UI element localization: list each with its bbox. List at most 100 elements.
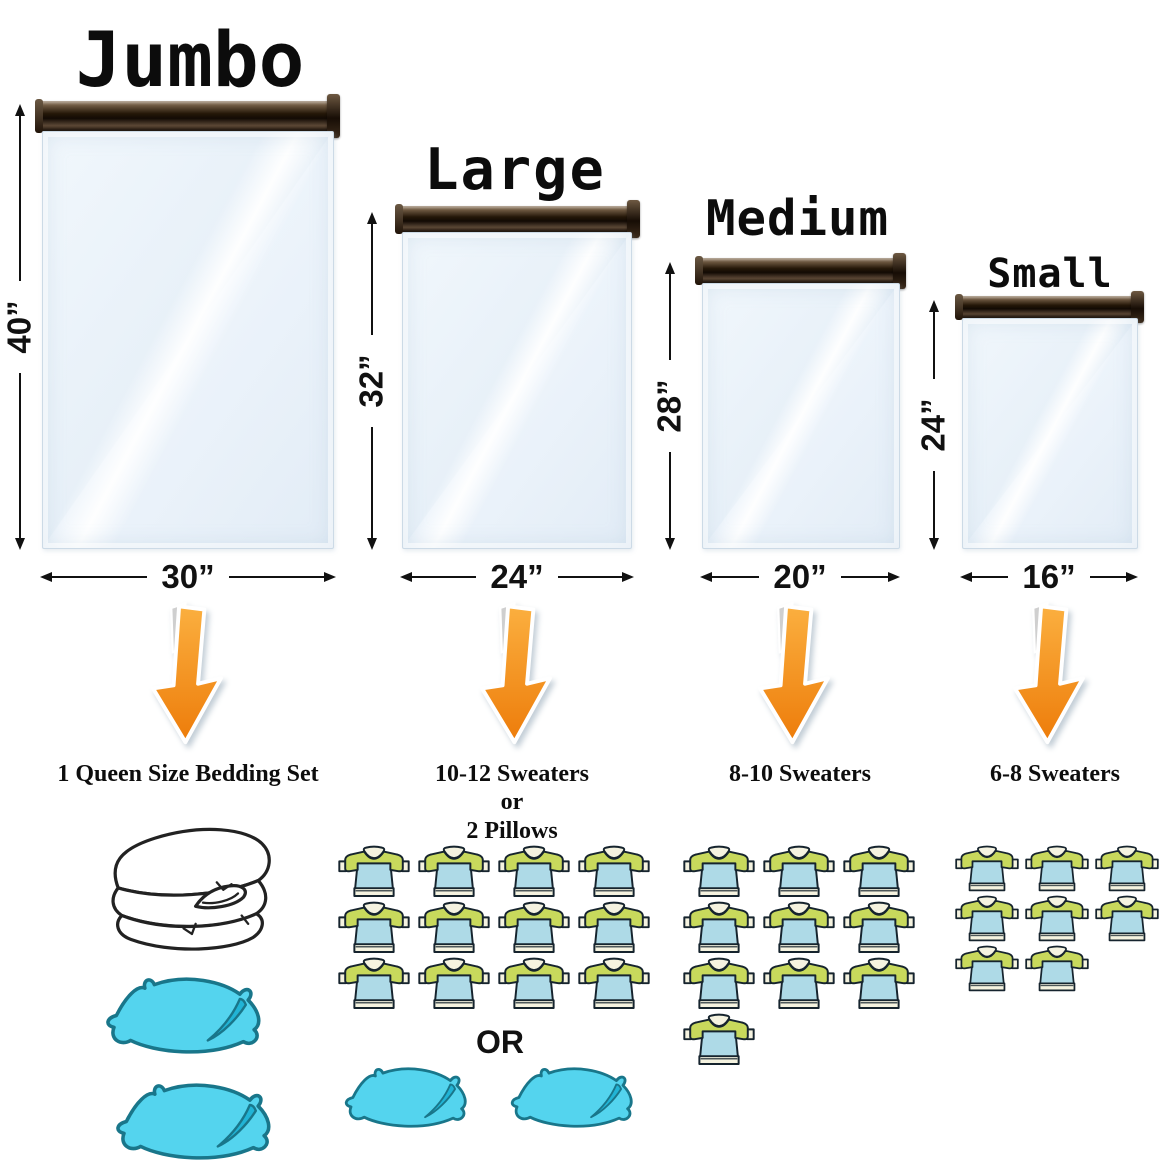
height-label: 32”: [353, 354, 390, 408]
measure-line: [228, 576, 324, 578]
big-down-arrow: [133, 600, 241, 758]
measure-line: [669, 452, 671, 538]
bag-title-medium: Medium: [705, 190, 889, 247]
sweater-icon: [338, 845, 410, 898]
sweater-row: [683, 901, 915, 956]
big-down-arrow: [995, 600, 1103, 758]
pillow-icon: [106, 977, 261, 1054]
medium-sweater-grid: [683, 845, 915, 1068]
height-label: 24”: [915, 398, 952, 452]
jumbo-pillows: [95, 968, 295, 1165]
bag-body-medium: [702, 283, 900, 549]
measure-line: [557, 576, 622, 578]
sweater-icon: [578, 957, 650, 1009]
arrow-left-icon: [400, 572, 412, 582]
bag-zipper: [395, 200, 640, 238]
arrow-right-icon: [888, 572, 900, 582]
arrow-left-icon: [960, 572, 972, 582]
pillow-icon: [510, 1067, 633, 1128]
sweater-icon: [578, 901, 650, 953]
sweater-row: [338, 901, 650, 956]
sweater-row: [955, 895, 1159, 944]
bag-body-small: [962, 318, 1138, 549]
big-down-arrow: [740, 600, 848, 758]
measure-line: [19, 116, 21, 281]
arrow-up-icon: [367, 212, 377, 224]
height-label: 28”: [651, 379, 688, 433]
sweater-icon: [683, 957, 755, 1009]
arrow-down-icon: [15, 538, 25, 550]
pillow-icon: [344, 1067, 467, 1128]
sweater-icon: [843, 901, 915, 953]
measure-line: [972, 576, 1009, 578]
sweater-icon: [843, 845, 915, 898]
arrow-down-icon: [665, 538, 675, 550]
width-measure-jumbo: 30”: [40, 558, 336, 595]
arrow-down-icon: [367, 538, 377, 550]
sweater-icon: [683, 1013, 755, 1065]
down-arrow-icon: [1013, 601, 1085, 745]
bag-title-large: Large: [424, 137, 606, 203]
measure-line: [669, 274, 671, 360]
sweater-icon: [955, 845, 1019, 892]
bag-body-jumbo: [42, 131, 334, 549]
sweater-icon: [1025, 945, 1089, 991]
measure-line: [412, 576, 477, 578]
bag-zipper: [35, 94, 340, 138]
arrow-right-icon: [622, 572, 634, 582]
measure-line: [371, 224, 373, 335]
sweater-row: [338, 957, 650, 1012]
bag-title-small: Small: [987, 251, 1113, 297]
sweater-icon: [1095, 895, 1159, 942]
bag-body-large: [402, 232, 632, 549]
width-label: 16”: [1022, 558, 1076, 595]
sweater-icon: [418, 901, 490, 953]
bedding-icon: [85, 816, 297, 968]
measure-line: [371, 427, 373, 538]
arrow-right-icon: [324, 572, 336, 582]
measure-line: [933, 312, 935, 379]
measure-line: [712, 576, 760, 578]
measure-line: [19, 373, 21, 538]
or-label: OR: [476, 1024, 524, 1060]
sweater-icon: [338, 901, 410, 953]
sweater-icon: [843, 957, 915, 1009]
measure-line: [1089, 576, 1126, 578]
sweater-icon: [418, 957, 490, 1009]
down-arrow-icon: [480, 601, 552, 745]
sweater-icon: [763, 957, 835, 1009]
width-label: 24”: [490, 558, 544, 595]
large-sweater-grid: [338, 845, 650, 1012]
arrow-right-icon: [1126, 572, 1138, 582]
capacity-label-small: 6-8 Sweaters: [990, 761, 1120, 787]
sweater-icon: [1025, 845, 1089, 892]
arrow-left-icon: [700, 572, 712, 582]
capacity-label-large: 10-12 Sweaters or 2 Pillows: [435, 761, 589, 844]
height-label: 40”: [1, 300, 38, 354]
sweater-icon: [683, 845, 755, 898]
sweater-icon: [498, 901, 570, 953]
arrow-up-icon: [929, 300, 939, 312]
height-measure-large: 32”: [353, 212, 390, 550]
width-measure-large: 24”: [400, 558, 634, 595]
sweater-icon: [683, 901, 755, 953]
bag-zipper: [695, 252, 906, 289]
sweater-icon: [418, 845, 490, 898]
sweater-icon: [763, 901, 835, 953]
sweater-icon: [1095, 845, 1159, 892]
height-measure-jumbo: 40”: [1, 104, 38, 550]
bag-zipper: [955, 291, 1144, 323]
sweater-row: [955, 845, 1159, 894]
arrow-left-icon: [40, 572, 52, 582]
measure-line: [933, 471, 935, 538]
measure-line: [52, 576, 148, 578]
arrow-down-icon: [929, 538, 939, 550]
big-down-arrow: [462, 600, 570, 758]
bag-title-jumbo: Jumbo: [75, 15, 305, 104]
measure-line: [840, 576, 888, 578]
height-measure-medium: 28”: [651, 262, 688, 550]
sweater-row: [683, 957, 915, 1012]
capacity-label-jumbo: 1 Queen Size Bedding Set: [57, 761, 319, 787]
pillow-icon: [116, 1083, 271, 1160]
width-measure-medium: 20”: [700, 558, 900, 595]
